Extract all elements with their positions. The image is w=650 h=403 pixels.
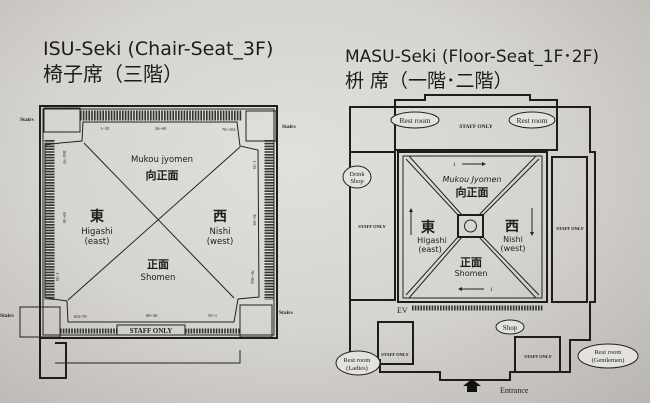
area-south-label: Shomen [141,273,176,283]
arena-pit [44,121,260,323]
right-title: MASU-Seki (Floor-Seat_1F･2F) [345,47,599,67]
area-east-en: (east) [85,237,110,247]
outer-wall [39,105,278,339]
right-staff-room [551,156,588,303]
gentlemen-rest-room-label-2: (Gentlemen) [592,357,625,364]
area-east-en: (east) [418,245,441,254]
stairs-block-nw [43,107,81,133]
bottom-right-staff-only-label: STAFF ONLY [524,354,552,359]
arena-outer [397,151,548,303]
rest-room-label-right: Rest room [516,116,547,125]
area-west-jp: 西 [505,219,519,235]
seat-range-bottom-1: 104~70 [73,314,87,319]
left-staff-only-label: STAFF ONLY [358,224,386,229]
left-staff-room [349,151,396,301]
area-east-jp: 東 [421,219,435,236]
seat-range-left-2: 69~36 [62,212,67,224]
rest-room-callout-right [508,111,556,129]
stairs-label-ne: Stairs [282,124,296,130]
area-north-jp: 向正面 [146,168,179,182]
area-north-label: Mukou Jyomen [443,175,502,184]
area-north-jp: 向正面 [456,185,489,199]
seat-range-left-1: 104~70 [62,150,67,164]
shop-label: Shop [503,324,518,332]
seat-range-bottom-3: 35~1 [208,313,217,318]
stairs-label-sw: Stairs [0,313,14,319]
stairs-block-se [239,304,273,338]
floor-seat-floor-plan: STAFF ONLY STAFF ONLY STAFF ONLY 1 1 Muk… [335,94,639,395]
right-title-jp: 枡 席（一階･二階） [345,70,513,92]
staff-only-label: STAFF ONLY [130,327,173,335]
annex-wall [39,338,67,379]
top-staff-room [394,106,558,151]
area-east-label: Higashi [81,227,113,237]
chair-seat-floor-plan: STAFF ONLY Mukou jyomen 向正面 東 Higashi (e… [0,105,296,379]
elevator-label: EV [397,306,408,315]
left-title: ISU-Seki (Chair-Seat_3F) [43,38,273,60]
top-staff-only-label: STAFF ONLY [459,124,493,130]
drink-shop-callout [342,165,372,189]
drink-shop-label-2: Shop [350,178,363,185]
bottom-left-staff-room [377,321,414,365]
divider-line [67,146,241,301]
seat-range-right-1: 1~35 [252,160,257,170]
seat-range-top-1: 1~35 [100,126,110,131]
drink-shop-label-1: Drink [349,171,365,178]
seat-range-left-3: 1~35 [55,272,60,282]
arena-inner [402,155,543,299]
bottom-left-staff-only-label: STAFF ONLY [381,352,409,357]
seat-range-top-3: 70~104 [222,127,236,132]
area-north-label: Mukou jyomen [131,155,193,165]
left-title-jp: 椅子席（三階） [43,62,183,86]
seat-range-right-3: 70~104 [250,270,255,284]
stairs-label-nw: Stairs [20,117,34,123]
seat-range-labels: 1~35 36~69 70~104 104~70 69~36 1~35 1~35… [55,126,257,319]
dohyo-ring-box [457,214,484,238]
area-east-label: Higashi [417,236,447,245]
area-west-jp: 西 [213,209,227,225]
area-east-jp: 東 [90,208,104,225]
seat-range-top-2: 36~69 [155,126,167,131]
area-south-jp: 正面 [460,256,482,269]
area-west-en: (west) [207,237,234,247]
bottom-right-staff-room [514,336,561,373]
area-west-en: (west) [500,244,525,253]
stairs-block-sw [19,306,61,338]
shop-callout [495,319,525,335]
staff-only-room [116,324,186,336]
area-west-label: Nishi [210,227,231,237]
area-south-label: Shomen [455,269,488,278]
right-staff-only-label: STAFF ONLY [556,226,584,231]
area-west-label: Nishi [503,235,523,244]
entrance-arrow-icon [463,379,481,392]
area-south-jp: 正面 [147,258,169,271]
ladies-rest-room-callout [335,350,381,376]
rest-room-callout-left [390,111,440,129]
seat-start-bottom: 1 [490,287,493,293]
entrance-label: Entrance [500,386,529,395]
seat-range-bottom-2: 69~36 [146,313,158,318]
ladies-rest-room-label-1: Rest room [344,357,371,364]
gentlemen-rest-room-label-1: Rest room [595,349,622,356]
seat-start-top: 1 [453,162,456,168]
divider-line [83,142,235,299]
ladies-rest-room-label-2: (Ladies) [346,365,368,372]
rest-room-label-left: Rest room [399,116,430,125]
dohyo-ring [464,219,477,233]
seat-range-right-2: 36~69 [252,214,257,226]
stairs-block-ne [245,110,277,142]
stairs-label-se: Stairs [279,310,293,316]
gentlemen-rest-room-callout [577,343,639,369]
aisle-lines [405,155,540,299]
building-outline [349,94,596,381]
